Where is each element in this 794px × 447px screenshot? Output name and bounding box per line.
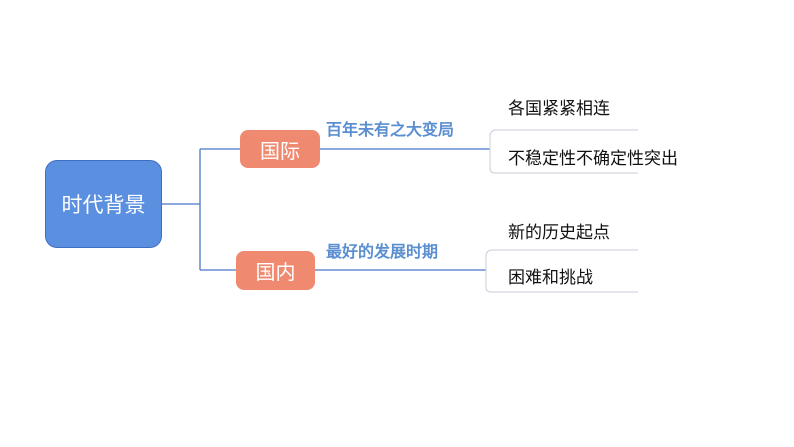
edge-label-domestic: 最好的发展时期 [326,242,439,261]
edge-label-international: 百年未有之大变局 [326,120,455,139]
node-domestic[interactable]: 国内 [236,251,315,290]
node-international[interactable]: 国际 [240,130,320,168]
leaf-item[interactable]: 困难和挑战 [508,268,593,288]
root-node[interactable]: 时代背景 [45,160,162,248]
leaf-item[interactable]: 新的历史起点 [508,223,610,243]
leaf-item[interactable]: 各国紧紧相连 [508,99,610,119]
leaf-item[interactable]: 不稳定性不确定性突出 [508,149,678,169]
